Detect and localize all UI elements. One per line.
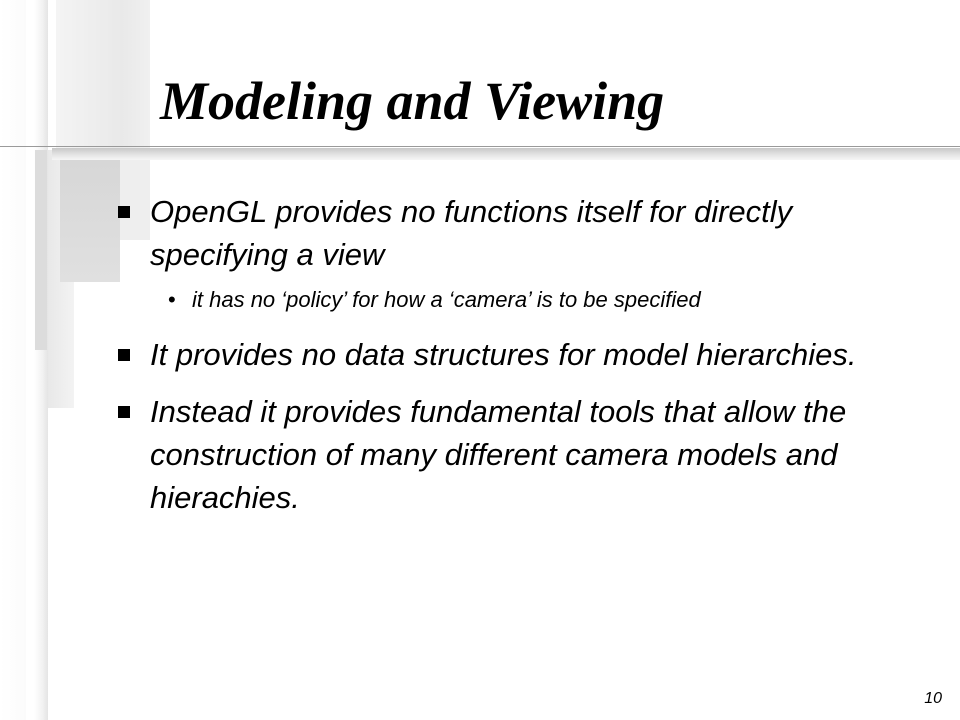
sub-bullet-item: • it has no ‘policy’ for how a ‘camera’ … — [118, 282, 858, 317]
bullet-text: OpenGL provides no functions itself for … — [150, 194, 793, 272]
decorative-bar — [0, 0, 26, 720]
title-divider — [0, 146, 960, 160]
bullet-text: It provides no data structures for model… — [150, 337, 857, 372]
square-bullet-icon — [118, 206, 130, 218]
bullet-item: OpenGL provides no functions itself for … — [118, 190, 858, 276]
bullet-item: It provides no data structures for model… — [118, 333, 858, 376]
square-bullet-icon — [118, 406, 130, 418]
slide-title: Modeling and Viewing — [160, 71, 665, 131]
bullet-item: Instead it provides fundamental tools th… — [118, 390, 858, 519]
decorative-bar — [35, 150, 47, 350]
dot-bullet-icon: • — [168, 287, 176, 312]
sub-bullet-text: it has no ‘policy’ for how a ‘camera’ is… — [192, 287, 701, 312]
square-bullet-icon — [118, 349, 130, 361]
decorative-bar — [120, 150, 150, 240]
bullet-text: Instead it provides fundamental tools th… — [150, 394, 847, 515]
decorative-bar — [34, 0, 48, 720]
decorative-bar — [56, 0, 150, 150]
decorative-bar — [60, 150, 120, 282]
page-number: 10 — [924, 690, 942, 707]
bullet-list: OpenGL provides no functions itself for … — [118, 190, 858, 519]
